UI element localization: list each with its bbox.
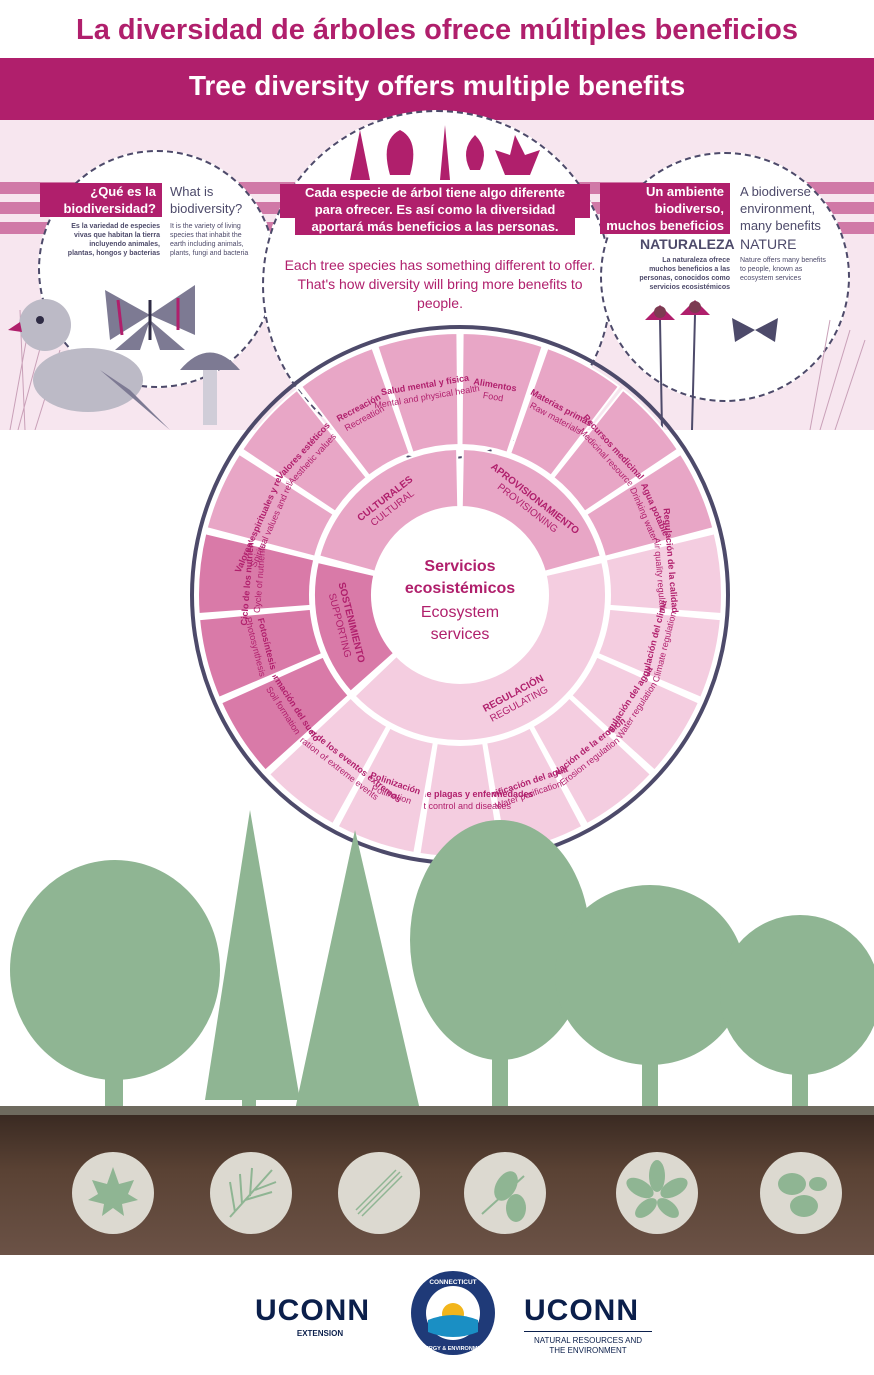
environment-en-2: environment, <box>740 201 816 216</box>
trees-illustration <box>10 810 874 1115</box>
biodiversity-q-es-2: biodiversidad? <box>40 200 162 217</box>
wheel-segment <box>205 452 335 558</box>
center-es-2: para ofrecer. Es así como la diversidad <box>280 201 590 218</box>
tree-icon <box>205 810 300 1115</box>
environment-es-3: muchos beneficios <box>600 217 730 234</box>
biodiversity-q-es-1: ¿Qué es la <box>40 183 162 200</box>
seal-top-text: CONNECTICUT <box>429 1279 476 1286</box>
environment-en-3: many benefits <box>740 218 821 233</box>
nature-desc-en: Nature offers many benefits to people, k… <box>740 257 826 282</box>
environment-es-1: Un ambiente <box>600 183 730 200</box>
wheel-segment <box>569 655 701 772</box>
nature-desc-es: La naturaleza ofrece muchos beneficios a… <box>639 257 730 291</box>
wheel-segment <box>460 332 544 454</box>
tree-icon <box>410 820 590 1115</box>
wheel-segment <box>376 332 460 454</box>
wheel-segment <box>299 346 412 478</box>
wheel-segment <box>267 696 389 826</box>
wheel-center <box>375 510 545 680</box>
chestnut-leaf-icon <box>616 1152 698 1234</box>
tree-icon <box>10 860 220 1115</box>
biodiversity-q-en-1: What is <box>170 184 214 199</box>
environment-es-2: biodiverso, <box>600 200 730 217</box>
uconn-nre-divider <box>524 1331 652 1332</box>
uconn-extension-sub: EXTENSION <box>296 1329 344 1338</box>
butterfly-icon <box>105 285 195 350</box>
wheel-category <box>317 448 460 573</box>
center-es-1: Cada especie de árbol tiene algo diferen… <box>280 184 590 201</box>
pine-needles-icon <box>210 1152 292 1234</box>
moth-icon <box>732 318 778 342</box>
title-banner <box>0 58 874 120</box>
biodiversity-desc-en: It is the variety of living species that… <box>170 223 249 257</box>
wheel-center-en-1: Ecosystem <box>421 604 499 621</box>
wheel-segment <box>336 726 435 855</box>
wheel-category <box>460 448 603 573</box>
uconn-nre-sub-2: THE ENVIRONMENT <box>549 1346 627 1355</box>
biodiversity-desc-es: Es la variedad de especies vivas que hab… <box>67 223 160 257</box>
wildlife-illustration <box>8 285 240 430</box>
flower-icon <box>645 300 710 430</box>
tree-icon <box>720 915 874 1115</box>
uconn-nre-logo[interactable]: UCONN <box>524 1294 639 1327</box>
wheel-segment <box>585 452 715 558</box>
nature-es: NATURALEZA <box>640 236 735 252</box>
uconn-nre-sub-1: NATURAL RESOURCES AND <box>533 1336 643 1345</box>
flowers-illustration <box>645 300 866 430</box>
seal-bottom-text: ENERGY & ENVIRONMENT <box>418 1346 489 1352</box>
leaves-icon <box>350 125 540 180</box>
environment-en-1: A biodiverse <box>740 184 811 199</box>
wheel-segment <box>531 696 653 826</box>
mushroom-icon <box>180 352 240 425</box>
tree-icon <box>555 885 745 1115</box>
wheel-center-en-2: services <box>431 626 490 643</box>
title-spanish: La diversidad de árboles ofrece múltiple… <box>75 14 798 46</box>
branch-leaves-icon <box>464 1152 546 1234</box>
wheel-segment <box>198 607 324 700</box>
nature-en: NATURE <box>740 236 797 252</box>
wheel-segment <box>219 655 351 772</box>
center-es-3: aportará más beneficios a las personas. <box>295 218 575 235</box>
water-icon <box>428 1315 478 1337</box>
wheel-segment <box>551 388 680 514</box>
tree-icon <box>295 830 420 1115</box>
wheel-category <box>353 560 607 742</box>
wheel-center-es-1: Servicios <box>424 558 495 575</box>
maple-leaf-icon <box>72 1152 154 1234</box>
wheel-segment <box>604 532 723 616</box>
wheel-segment <box>596 607 722 700</box>
ct-energy-environment-seal[interactable]: CONNECTICUT ENERGY & ENVIRONMENT <box>410 1270 496 1356</box>
biodiversity-q-en-2: biodiversity? <box>170 201 243 216</box>
wheel-center-es-2: ecosistémicos <box>405 580 515 597</box>
center-en: Each tree species has something differen… <box>284 257 596 311</box>
bird-icon <box>33 348 143 412</box>
grass-blades-icon <box>338 1152 420 1234</box>
birch-leaves-icon <box>760 1152 842 1234</box>
wheel-segment <box>508 346 621 478</box>
wheel-segment <box>197 532 316 616</box>
uconn-extension-logo[interactable]: UCONN <box>255 1294 370 1327</box>
wheel-segment <box>240 388 369 514</box>
title-english: Tree diversity offers multiple benefits <box>188 70 686 101</box>
wheel-category <box>313 560 396 694</box>
